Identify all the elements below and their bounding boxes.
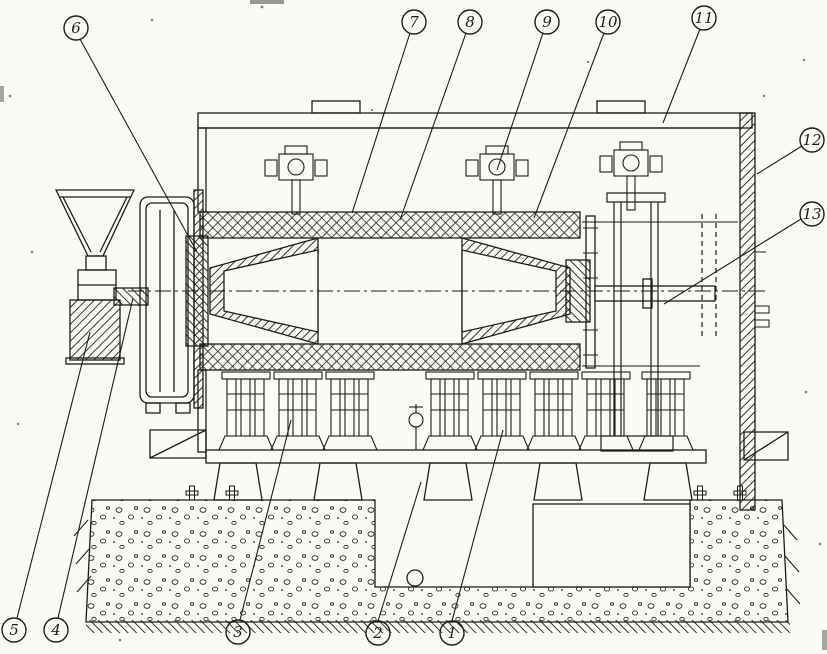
leader-10 <box>533 32 605 219</box>
callout-9-label: 9 <box>542 13 552 31</box>
drain-valve <box>408 404 424 450</box>
leader-5 <box>16 331 91 619</box>
shell-top-section <box>199 211 581 239</box>
end-flange-section <box>193 189 204 409</box>
top-hatch-right <box>596 100 646 114</box>
pit-drain <box>406 569 424 587</box>
leader-13 <box>663 218 802 305</box>
callout-9: 9 <box>534 9 560 35</box>
callout-12-label: 12 <box>802 131 821 149</box>
machine-base <box>149 429 789 501</box>
callout-4: 4 <box>43 617 69 643</box>
feeder-base-section <box>69 299 121 361</box>
callout-1-label: 1 <box>447 624 457 642</box>
callout-7: 7 <box>401 9 427 35</box>
callout-7-label: 7 <box>409 13 419 31</box>
drive-column <box>582 192 738 452</box>
callout-5-label: 5 <box>9 621 19 639</box>
leader-lines <box>16 28 803 622</box>
callout-1: 1 <box>439 620 465 646</box>
leader-12 <box>756 145 803 175</box>
leader-3 <box>239 419 292 621</box>
callout-6-label: 6 <box>71 19 81 37</box>
shaft-coupling <box>642 278 653 309</box>
feeder-plate <box>65 357 125 365</box>
right-wall-section <box>739 112 756 511</box>
leader-2 <box>377 481 422 622</box>
leader-1 <box>451 429 504 622</box>
drive-shaft <box>594 285 716 302</box>
callout-10-label: 10 <box>598 13 618 31</box>
callout-3-label: 3 <box>233 623 243 641</box>
supports <box>218 371 694 451</box>
left-foot <box>149 429 207 459</box>
callout-3: 3 <box>225 619 251 645</box>
top-hatch-left <box>311 100 361 114</box>
callout-8-label: 8 <box>465 13 475 31</box>
callouts: 1 2 3 4 5 6 7 8 <box>1 5 825 646</box>
shell-bottom-section <box>199 343 581 371</box>
callout-5: 5 <box>1 617 27 643</box>
callout-11: 11 <box>691 5 717 31</box>
pit-block <box>532 503 691 588</box>
callout-10: 10 <box>595 9 621 35</box>
leader-9 <box>496 32 544 171</box>
callout-2-label: 2 <box>372 624 383 642</box>
ground-hatch <box>86 620 790 633</box>
foundation <box>73 485 801 633</box>
leader-7 <box>351 32 411 214</box>
callout-6: 6 <box>63 15 89 41</box>
callout-12: 12 <box>799 127 825 153</box>
callout-11-label: 11 <box>694 9 713 27</box>
callout-2: 2 <box>365 620 391 646</box>
callout-13-label: 13 <box>802 205 821 223</box>
callout-13: 13 <box>799 201 825 227</box>
callout-4-label: 4 <box>50 621 61 639</box>
frame-legs <box>213 462 693 501</box>
callout-8: 8 <box>457 9 483 35</box>
flange-bolts <box>583 227 598 356</box>
ground-ticks <box>73 519 801 605</box>
leader-4 <box>57 297 134 619</box>
leader-11 <box>662 28 701 124</box>
leader-8 <box>399 32 467 221</box>
leader-6 <box>79 38 198 253</box>
right-wall-bolts <box>754 251 770 328</box>
